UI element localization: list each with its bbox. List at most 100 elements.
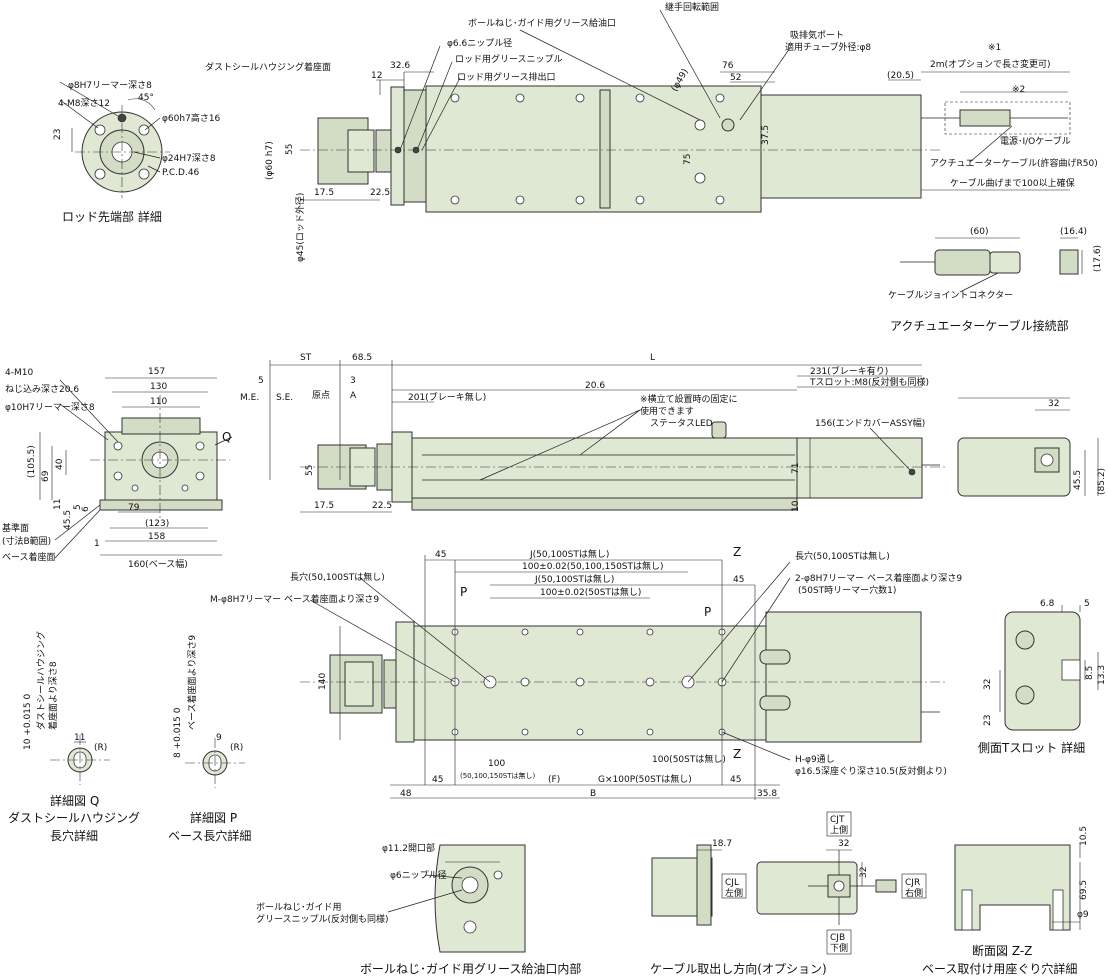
detail-p: 8 +0.015 0 ベース着座面より深さ9 9 (R) 詳細図 P ベース長穴…	[168, 635, 251, 843]
bottom-dim: 45	[733, 575, 744, 585]
cable-exit-note: 32	[859, 867, 869, 878]
side-note: S.E.	[276, 393, 293, 403]
front-note: 4-M10	[5, 368, 33, 378]
grease-note: φ11.2開口部	[382, 842, 435, 854]
side-note: ※横立て設置時の固定に	[640, 393, 738, 405]
rod-bolt-hole	[94, 168, 106, 180]
section-zz-title: 断面図 Z-Z	[972, 943, 1032, 958]
top-note: 電源･I/Oケーブル	[1000, 135, 1071, 147]
front-note: Q	[222, 430, 231, 444]
side-note: 68.5	[352, 353, 372, 363]
front-dim: 69	[41, 470, 51, 482]
tslot-dim: 6.8	[1040, 599, 1055, 609]
top-note: 継手回転範囲	[665, 1, 719, 13]
top-dim: 75	[683, 154, 693, 165]
bottom-dim: 48	[400, 789, 412, 799]
side-dim: 5	[258, 376, 264, 386]
side-note: Tスロット:M8(反対側も同様)	[809, 376, 929, 388]
detail-p-title: ベース長穴詳細	[168, 828, 251, 843]
side-dim: 3	[350, 376, 356, 386]
side-dim: 71	[791, 463, 801, 474]
section-zz-dim: 69.5	[1079, 880, 1089, 900]
rod-tip-note: P.C.D.46	[162, 168, 200, 178]
top-motor	[760, 94, 922, 199]
section-zz-dim: 10.5	[1079, 826, 1089, 846]
top-note: アクチュエーターケーブル(許容曲げR50)	[930, 157, 1098, 169]
grease-note: φ6ニップル径	[390, 869, 447, 881]
tslot-title: 側面Tスロット 詳細	[978, 740, 1085, 755]
top-body	[425, 85, 762, 213]
front-note: 160(ベース幅)	[128, 558, 188, 570]
bottom-note: J(50,100STは無し)	[534, 573, 614, 585]
bottom-note: 長穴(50,100STは無し)	[795, 550, 890, 562]
front-dim: 1	[94, 539, 100, 549]
bottom-dim: 100	[488, 759, 505, 769]
grease-note: ボールねじ･ガイド用	[256, 902, 342, 913]
side-dim: 22.5	[372, 501, 392, 511]
cable-exit-note: 右側	[905, 887, 923, 899]
side-body	[411, 437, 798, 499]
rod-tip-title: ロッド先端部 詳細	[62, 209, 162, 224]
front-dim: 5	[73, 504, 83, 510]
tslot-dim: 13.3	[1097, 665, 1107, 685]
top-dim: 76	[722, 61, 734, 71]
top-dim: 37.5	[761, 125, 771, 145]
side-note: ステータスLED	[650, 418, 713, 429]
front-dim: (105.5)	[27, 445, 37, 478]
detail-q-note: 10 +0.015 0	[23, 694, 33, 750]
side-note: 156(エンドカバーASSY幅)	[815, 417, 925, 429]
front-dim: 40	[55, 458, 65, 470]
front-dim: (123)	[145, 519, 169, 529]
top-divider	[599, 89, 611, 209]
rod-tip-note: 4-M8深さ12	[58, 98, 110, 109]
top-note: ※2	[1012, 85, 1025, 95]
section-zz-title: ベース取付け用座ぐり穴詳細	[922, 961, 1077, 976]
detail-q-note: 着座面より深さ8	[47, 661, 59, 730]
side-dim: 10	[791, 500, 801, 512]
side-note: 使用できます	[640, 405, 694, 417]
top-rod-end	[347, 129, 375, 173]
front-note: ねじ込み深さ20.6	[5, 384, 79, 395]
bottom-note: 100±0.02(50,100,150STは無し)	[522, 560, 664, 572]
grease-note: グリースニップル(反対側も同様)	[256, 913, 389, 925]
detail-q-title: ダストシールハウジング	[8, 810, 140, 825]
connector-title: アクチュエーターケーブル接続部	[890, 318, 1069, 333]
tslot-dim: 32	[983, 679, 993, 690]
front-note: ベース着座面	[2, 551, 56, 563]
tslot-detail: 6.8 5 32 8.5 13.3 23 側面Tスロット 詳細	[978, 599, 1107, 755]
top-note: 適用チューブ外径:φ8	[785, 41, 871, 53]
cable-exit-note: 32	[838, 839, 849, 849]
side-note: 201(ブレーキ無し)	[408, 391, 486, 403]
bottom-note: H-φ9通し	[795, 754, 835, 765]
top-note: 2m(オプションで長さ変更可)	[930, 58, 1051, 70]
top-dim: 32.6	[390, 61, 410, 71]
front-note: φ10H7リーマー深さ8	[5, 402, 95, 413]
tslot-dim: 23	[983, 715, 993, 726]
side-note: L	[650, 353, 655, 363]
front-dim: 110	[150, 397, 167, 407]
side-note: M.E.	[240, 393, 259, 403]
tslot-dim: 5	[1084, 599, 1090, 609]
grease-port-detail: φ11.2開口部 φ6ニップル径 ボールねじ･ガイド用 グリースニップル(反対側…	[256, 842, 581, 976]
bottom-body	[413, 625, 767, 741]
bottom-note: Z	[733, 545, 741, 559]
side-note: 原点	[312, 390, 330, 401]
front-dim: 79	[128, 503, 140, 513]
side-note: 231(ブレーキ有り)	[810, 365, 888, 377]
top-bellows	[375, 129, 392, 173]
side-dim: 32	[1048, 399, 1059, 409]
top-note: ※1	[988, 43, 1001, 53]
detail-p-note: ベース着座面より深さ9	[186, 635, 198, 730]
bottom-dim: 35.8	[757, 789, 777, 799]
detail-q-note: (R)	[94, 743, 107, 753]
bottom-view: J(50,100STは無し) 100±0.02(50,100,150STは無し)…	[210, 545, 962, 800]
top-front-plate	[390, 86, 405, 206]
rod-tip-note: φ24H7深さ8	[162, 153, 216, 164]
cable-exit-detail: 18.7 CJT 上側 32 CJL 左側 CJR 右側 CJB 下側 32 ケ…	[650, 811, 927, 976]
rod-tip-note: φ60h7高さ16	[162, 112, 221, 124]
top-dim: 17.5	[314, 188, 334, 198]
bottom-dim: 140	[318, 673, 328, 690]
detail-p-title: 詳細図 P	[190, 810, 237, 825]
detail-p-note: 8 +0.015 0	[173, 707, 183, 758]
side-note: ST	[300, 353, 312, 363]
